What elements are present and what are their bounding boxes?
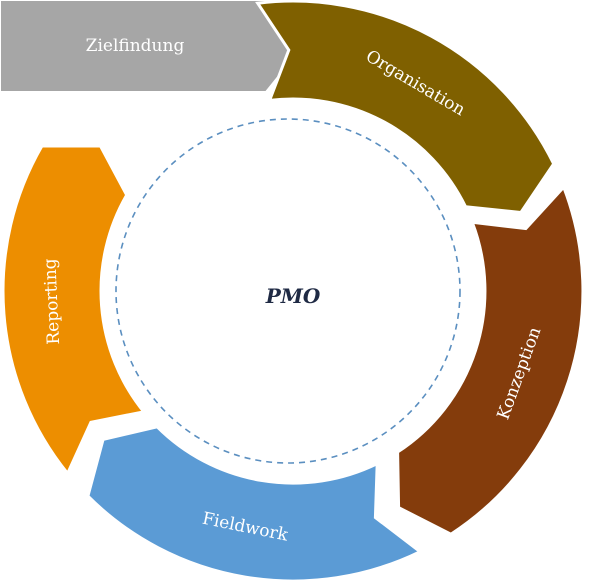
center-label: PMO (265, 284, 321, 308)
center-dashed-ring (115, 118, 461, 464)
cycle-segment-organisation: Organisation (255, 0, 556, 215)
cycle-segment-reporting-arc (1, 144, 147, 477)
start-step-label: Zielfindung (86, 36, 185, 56)
cycle-segment-reporting: Reporting (1, 144, 147, 477)
cycle-segment-konzeption: Konzeption (396, 184, 585, 536)
cycle-segment-fieldwork-arc (86, 425, 423, 582)
cycle-segment-organisation-arc (255, 0, 556, 215)
cycle-segment-konzeption-arc (396, 184, 585, 536)
cycle-segment-reporting-label: Reporting (40, 258, 64, 345)
cycle-segment-fieldwork: Fieldwork (86, 425, 423, 582)
start-step: Zielfindung (0, 0, 305, 93)
